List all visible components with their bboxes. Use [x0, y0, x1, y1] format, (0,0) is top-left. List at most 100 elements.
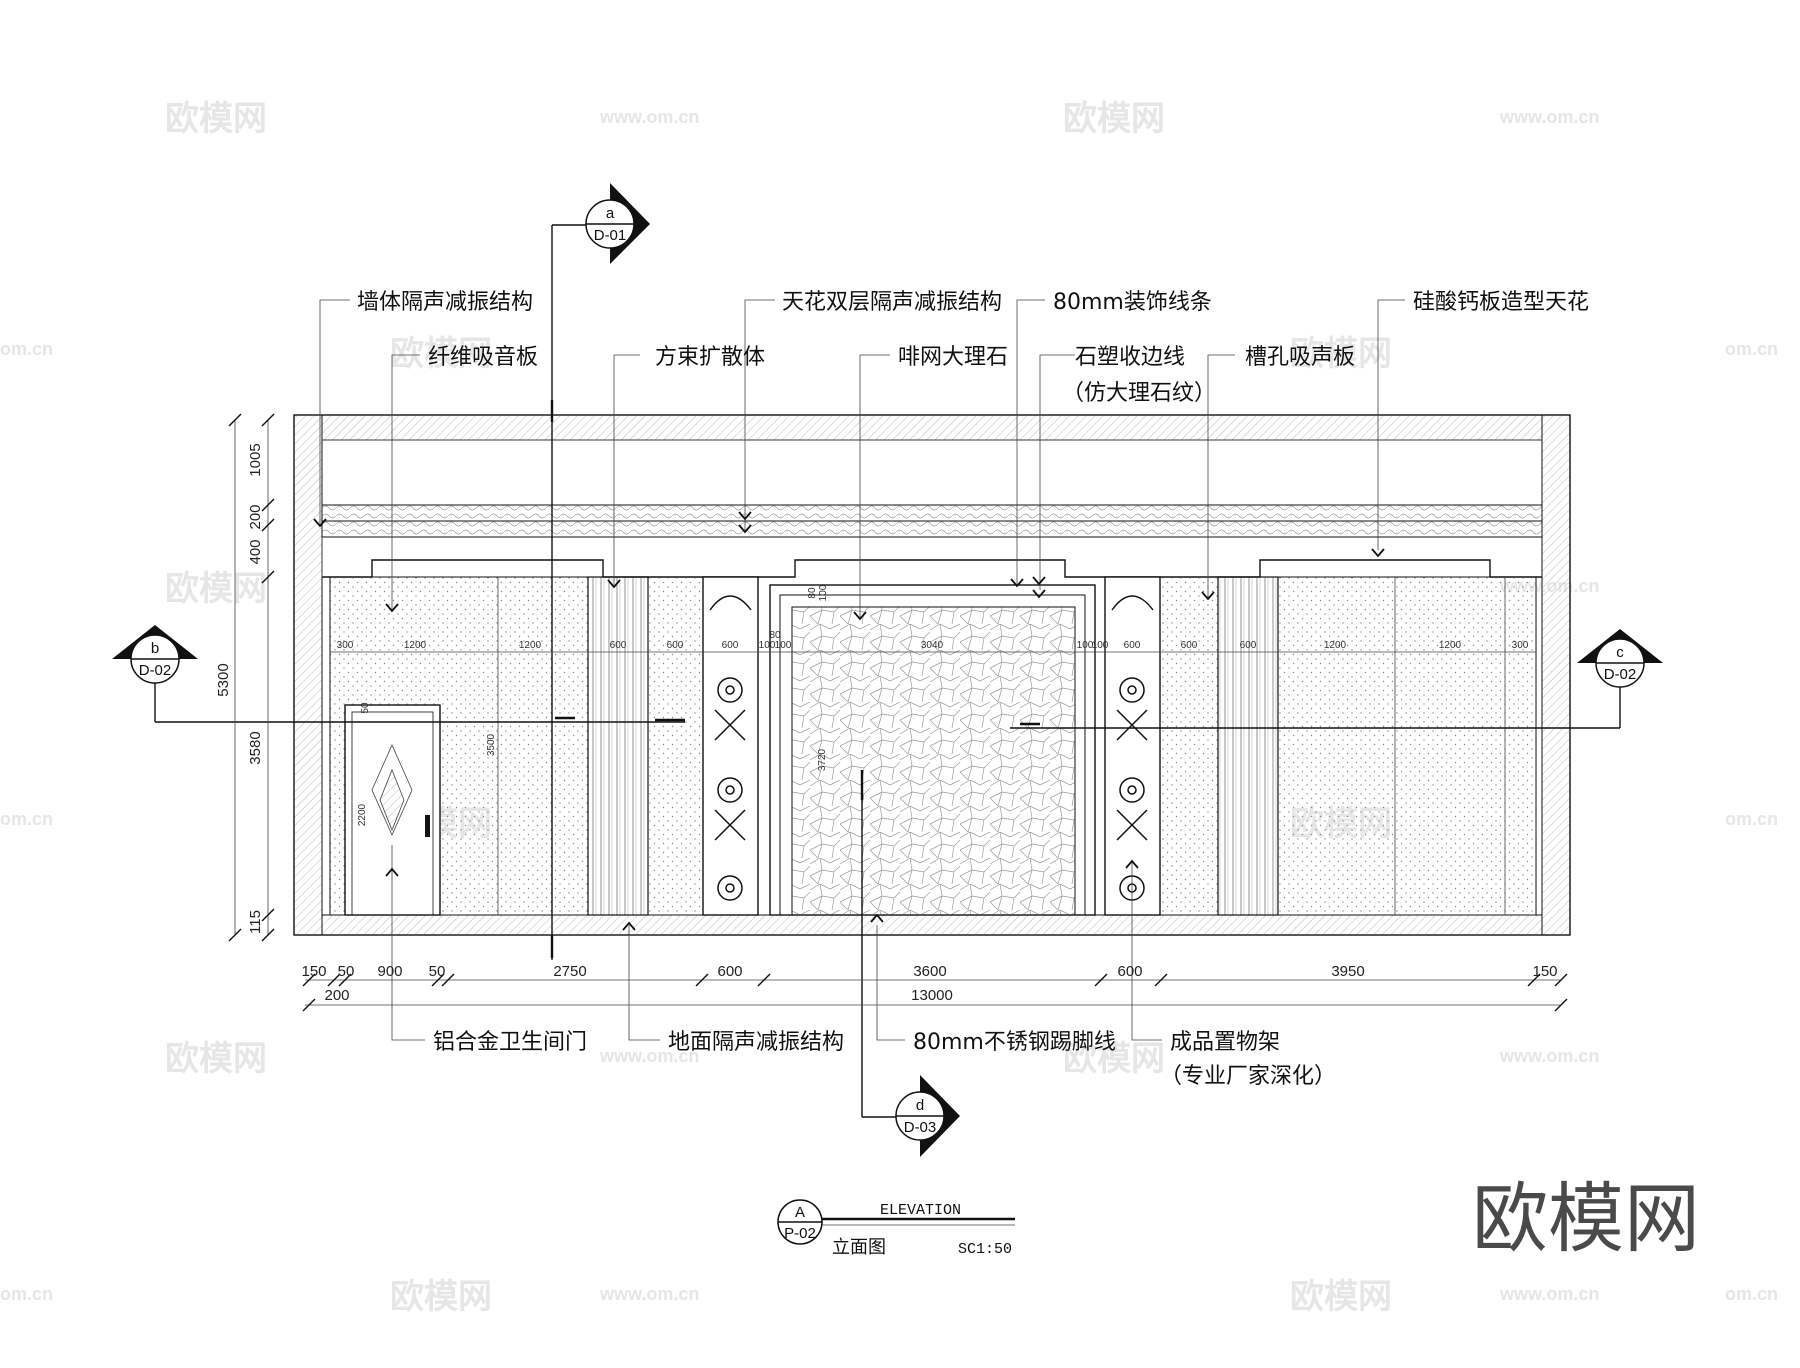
section-marker-d: d D-03 — [895, 1075, 960, 1157]
watermark-url: www.om.cn — [599, 1284, 699, 1304]
dim-inner-600: 600 — [1181, 640, 1198, 651]
leader-lines-top — [319, 299, 1405, 618]
dim-3950: 3950 — [1331, 963, 1364, 980]
brand-logo: 欧模网 — [1472, 1174, 1700, 1263]
dim-inner-3040: 3040 — [921, 640, 944, 651]
dim-13000: 13000 — [911, 987, 953, 1004]
dimension-bottom: 150 50 900 50 2750 600 3600 600 3950 150… — [301, 963, 1568, 1012]
ceiling-layers — [321, 439, 1543, 578]
watermark-url: www.om.cn — [1499, 1284, 1599, 1304]
watermark-logo: 欧模网 — [165, 1039, 267, 1079]
dim-5300: 5300 — [215, 663, 232, 696]
title-block: A P-02 ELEVATION 立面图 SC1:50 — [777, 1199, 1015, 1258]
dim-2750: 2750 — [553, 963, 586, 980]
dim-inner-1200: 1200 — [519, 640, 542, 651]
section-marker-b: b D-02 — [112, 625, 198, 684]
leader-ticks — [313, 511, 1385, 621]
watermark-logo: 欧模网 — [165, 569, 267, 609]
dim-600-a: 600 — [717, 963, 742, 980]
shelf-right — [1104, 576, 1161, 916]
label-wall-structure: 墙体隔声减振结构 — [357, 290, 533, 315]
dim-inner-3500: 3500 — [486, 733, 497, 756]
title-ref-sheet: P-02 — [784, 1225, 816, 1242]
watermark-logo: 欧模网 — [390, 334, 492, 374]
watermark-url: www.om.cn — [599, 1046, 699, 1066]
dim-inner-600: 600 — [722, 640, 739, 651]
dim-inner-80-v: 80 — [807, 587, 818, 599]
label-fiber-panel: 纤维吸音板 — [428, 345, 538, 370]
dim-inner-50: 50 — [360, 702, 371, 714]
dim-inner-1200: 1200 — [1324, 640, 1347, 651]
dim-150-left: 150 — [301, 963, 326, 980]
label-marble: 啡网大理石 — [898, 345, 1008, 370]
dim-inner-100: 100 — [1092, 640, 1109, 651]
dim-inner-2200: 2200 — [357, 803, 368, 826]
watermark-logo: 欧模网 — [1063, 1039, 1165, 1079]
leader-ticks-bottom — [385, 859, 1139, 931]
marker-c-sheet: D-02 — [1604, 666, 1637, 683]
watermark-logo: 欧模网 — [165, 99, 267, 139]
watermark-logo: 欧模网 — [1290, 1277, 1392, 1317]
watermark-url: om.cn — [1725, 1284, 1778, 1304]
dim-inner-100: 100 — [775, 640, 792, 651]
label-calcium-ceiling: 硅酸钙板造型天花 — [1413, 290, 1589, 315]
label-stone-plastic-note: （仿大理石纹） — [1062, 381, 1216, 406]
dim-3600: 3600 — [913, 963, 946, 980]
watermark-url: om.cn — [0, 339, 53, 359]
section-lines — [154, 224, 1621, 1118]
marker-a-letter: a — [606, 205, 615, 222]
dimension-inner: 300 1200 1200 600 600 600 80 100 100 304… — [330, 584, 1536, 826]
shelf-left — [702, 576, 759, 916]
label-skirting: 80mm不锈钢踢脚线 — [913, 1030, 1116, 1055]
drawing-scale: SC1:50 — [958, 1241, 1012, 1258]
label-shelf-note: （专业厂家深化） — [1160, 1064, 1336, 1089]
dim-inner-600: 600 — [667, 640, 684, 651]
dim-inner-600: 600 — [610, 640, 627, 651]
label-floor: 地面隔声减振结构 — [668, 1030, 844, 1055]
marker-a-sheet: D-01 — [594, 227, 627, 244]
label-shelf: 成品置物架 — [1170, 1030, 1280, 1055]
dim-inner-100: 100 — [1077, 640, 1094, 651]
dim-50-right: 50 — [429, 963, 446, 980]
watermark-url: www.om.cn — [1499, 107, 1599, 127]
dim-200-bottom: 200 — [324, 987, 349, 1004]
dim-200: 200 — [247, 504, 264, 529]
dim-900: 900 — [377, 963, 402, 980]
section-marker-c: c D-02 — [1577, 629, 1663, 688]
dim-inner-80: 80 — [769, 630, 781, 641]
title-ref-letter: A — [795, 1204, 805, 1221]
drawing-title: ELEVATION — [880, 1202, 961, 1219]
dim-3580: 3580 — [247, 731, 264, 764]
label-trim-80mm: 80mm装饰线条 — [1053, 290, 1212, 315]
watermark-url: om.cn — [0, 809, 53, 829]
section-marker-a: a D-01 — [585, 183, 650, 264]
dim-inner-300: 300 — [337, 640, 354, 651]
label-stone-plastic: 石塑收边线 — [1075, 345, 1185, 370]
room-frame — [293, 414, 1571, 936]
wall-panels — [329, 576, 1537, 916]
watermark-url: www.om.cn — [1499, 1046, 1599, 1066]
leader-lines-bottom — [391, 845, 1162, 1041]
watermark-url: om.cn — [0, 1284, 53, 1304]
marker-c-letter: c — [1616, 644, 1624, 661]
label-ceiling-double: 天花双层隔声减振结构 — [782, 290, 1002, 315]
watermark-url: om.cn — [1725, 339, 1778, 359]
label-door: 铝合金卫生间门 — [433, 1030, 587, 1055]
door-handle — [425, 815, 430, 837]
dim-inner-3720: 3720 — [817, 748, 828, 771]
watermark-logo: 欧模网 — [390, 1277, 492, 1317]
marker-d-letter: d — [916, 1097, 924, 1114]
marker-d-sheet: D-03 — [904, 1119, 937, 1136]
watermark-url: www.om.cn — [599, 107, 699, 127]
dim-115: 115 — [247, 910, 264, 934]
dim-inner-100: 100 — [759, 640, 776, 651]
dim-150-right: 150 — [1532, 963, 1557, 980]
label-slot-panel: 槽孔吸声板 — [1245, 345, 1355, 370]
dim-inner-100-v: 100 — [818, 584, 829, 601]
marker-b-letter: b — [151, 640, 159, 657]
callouts-bottom: 铝合金卫生间门 地面隔声减振结构 80mm不锈钢踢脚线 成品置物架 （专业厂家深… — [433, 1030, 1336, 1089]
marker-b-sheet: D-02 — [139, 662, 172, 679]
watermark-url: om.cn — [1725, 809, 1778, 829]
dim-inner-300: 300 — [1512, 640, 1529, 651]
